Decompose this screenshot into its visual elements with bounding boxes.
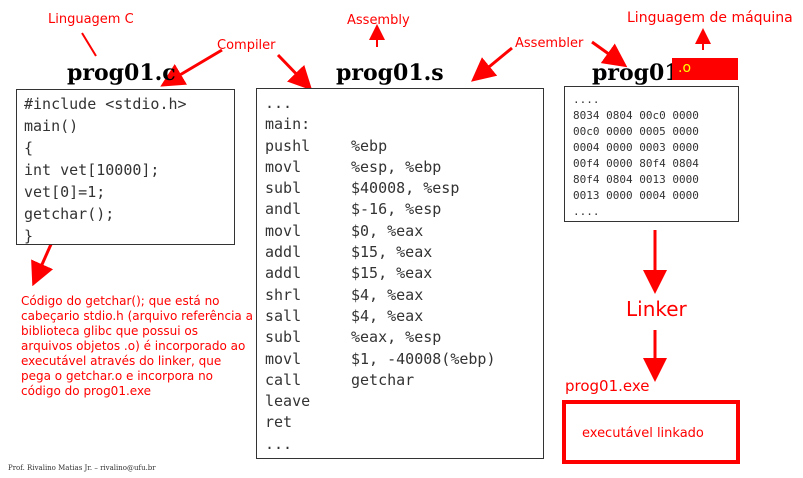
label-prog-exe: prog01.exe bbox=[565, 377, 650, 395]
asm-op: call bbox=[265, 370, 302, 389]
arrow-linguagem-c bbox=[81, 32, 97, 57]
asm-line: leave bbox=[265, 391, 543, 412]
arrow-assembler bbox=[471, 46, 513, 82]
asm-arg: $15, %eax bbox=[351, 264, 433, 283]
asm-arg: $0, %eax bbox=[351, 221, 424, 240]
hex-line: 0013 0000 0004 0000 bbox=[573, 189, 699, 202]
asm-op: pushl bbox=[265, 136, 311, 155]
asm-op: movl bbox=[265, 221, 302, 240]
asm-line: addl $15, %eax bbox=[265, 263, 543, 284]
asm-op: main: bbox=[265, 115, 311, 134]
c-line: main() bbox=[24, 117, 79, 135]
asm-line: subl $40008, %esp bbox=[265, 178, 543, 199]
c-line: { bbox=[24, 139, 34, 157]
label-compiler: Compiler bbox=[217, 38, 276, 53]
hex-line: 8034 0804 00c0 0000 bbox=[573, 109, 699, 122]
asm-op: sall bbox=[265, 306, 302, 325]
asm-line: subl %eax, %esp bbox=[265, 327, 543, 348]
asm-line: ... bbox=[265, 93, 543, 114]
asm-op: movl bbox=[265, 157, 302, 176]
asm-op: ... bbox=[265, 94, 293, 112]
title-o-file: prog01 bbox=[592, 60, 680, 86]
asm-arg: $1, -40008(%ebp) bbox=[351, 349, 496, 368]
c-line-getchar: getchar(); bbox=[24, 205, 115, 223]
asm-op: leave bbox=[265, 392, 311, 411]
asm-line: shrl $4, %eax bbox=[265, 285, 543, 306]
ext-highlight: .o bbox=[672, 58, 738, 80]
arrow-s-to-o bbox=[591, 40, 628, 68]
asm-op: andl bbox=[265, 200, 302, 219]
asm-line: ret bbox=[265, 412, 543, 433]
hex-line: 80f4 0804 0013 0000 bbox=[573, 173, 699, 186]
hex-line: .... bbox=[573, 93, 600, 106]
title-o-ext: .o bbox=[678, 60, 692, 76]
asm-op: subl bbox=[265, 328, 302, 347]
asm-line: addl $15, %eax bbox=[265, 242, 543, 263]
asm-line: pushl %ebp bbox=[265, 136, 543, 157]
c-code-box: #include <stdio.h> main() { int vet[1000… bbox=[16, 89, 235, 245]
hex-line: 0004 0000 0003 0000 bbox=[573, 141, 699, 154]
asm-arg: %eax, %esp bbox=[351, 328, 442, 347]
footer-credit: Prof. Rivalino Matias Jr. – rivalino@ufu… bbox=[8, 464, 156, 472]
label-executavel: executável linkado bbox=[582, 426, 704, 441]
c-line: int vet[10000]; bbox=[24, 161, 160, 179]
title-c-file: prog01.c bbox=[67, 60, 176, 86]
label-linguagem-c: Linguagem C bbox=[48, 12, 134, 27]
label-linguagem-maquina: Linguagem de máquina bbox=[627, 10, 793, 26]
asm-line: main: bbox=[265, 114, 543, 135]
machine-code-box: .... 8034 0804 00c0 0000 00c0 0000 0005 … bbox=[564, 86, 739, 222]
asm-line: call getchar bbox=[265, 370, 543, 391]
hex-line: .... bbox=[573, 205, 600, 218]
asm-arg: %ebp bbox=[351, 136, 388, 155]
label-linker: Linker bbox=[626, 297, 687, 321]
asm-op: ... bbox=[265, 434, 293, 453]
c-line: #include <stdio.h> bbox=[24, 95, 187, 113]
arrow-c-to-s bbox=[276, 53, 313, 91]
exe-box: executável linkado bbox=[562, 400, 740, 464]
asm-op: subl bbox=[265, 179, 302, 198]
asm-arg: $4, %eax bbox=[351, 285, 424, 304]
asm-arg: %esp, %ebp bbox=[351, 157, 442, 176]
asm-line: andl $-16, %esp bbox=[265, 199, 543, 220]
asm-op: addl bbox=[265, 243, 302, 262]
c-line: } bbox=[24, 227, 34, 245]
c-line: vet[0]=1; bbox=[24, 183, 106, 201]
asm-arg: getchar bbox=[351, 370, 415, 389]
title-s-file: prog01.s bbox=[336, 60, 444, 86]
asm-op: addl bbox=[265, 264, 302, 283]
hex-line: 00f4 0000 80f4 0804 bbox=[573, 157, 699, 170]
asm-line: movl %esp, %ebp bbox=[265, 157, 543, 178]
asm-arg: $4, %eax bbox=[351, 306, 424, 325]
asm-line: movl $1, -40008(%ebp) bbox=[265, 349, 543, 370]
getchar-note: Código do getchar(); que está no cabeçar… bbox=[21, 294, 253, 398]
asm-op: movl bbox=[265, 349, 302, 368]
hex-line: 00c0 0000 0005 0000 bbox=[573, 125, 699, 138]
asm-op: shrl bbox=[265, 285, 302, 304]
label-assembler: Assembler bbox=[515, 36, 584, 51]
asm-arg: $-16, %esp bbox=[351, 200, 442, 219]
asm-line: sall $4, %eax bbox=[265, 306, 543, 327]
asm-arg: $40008, %esp bbox=[351, 179, 460, 198]
arrow-compiler bbox=[160, 48, 223, 87]
asm-code-box: ... main: pushl %ebp movl %esp, %ebp subl $… bbox=[256, 88, 544, 459]
asm-line: ... bbox=[265, 434, 543, 455]
asm-op: ret bbox=[265, 413, 293, 432]
asm-arg: $15, %eax bbox=[351, 243, 433, 262]
asm-line: movl $0, %eax bbox=[265, 221, 543, 242]
label-assembly: Assembly bbox=[347, 13, 410, 28]
